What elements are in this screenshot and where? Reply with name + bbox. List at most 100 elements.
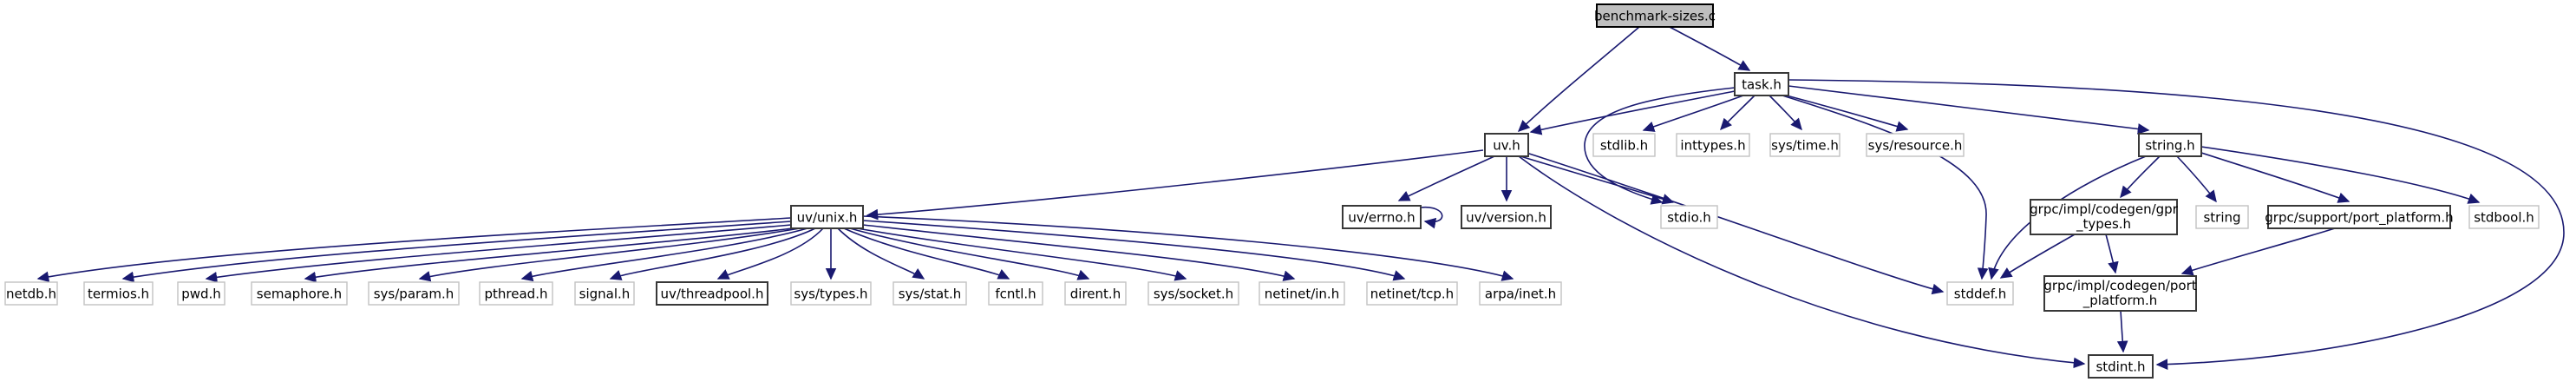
node-box <box>1479 281 1562 306</box>
node-netinet-tcp-h: netinet/tcp.h <box>1366 281 1458 306</box>
node-grpc-impl-codegen-port-platform-h[interactable]: grpc/impl/codegen/port_platform.h <box>2043 275 2197 312</box>
node-benchmark-sizes-c: benchmark-sizes.c <box>1594 3 1716 28</box>
node-box <box>83 281 154 306</box>
node-box <box>1596 3 1714 28</box>
edge-benchmark-sizes-c-to-task-h <box>1669 26 1751 71</box>
node-label-line: termios.h <box>88 286 149 302</box>
node-label: stdlib.h <box>1600 138 1648 154</box>
node-uv-version-h[interactable]: uv/version.h <box>1461 205 1552 229</box>
node-stddef-h: stddef.h <box>1946 281 2014 306</box>
node-sys-types-h: sys/types.h <box>790 281 872 306</box>
node-label-line: arpa/inet.h <box>1485 286 1556 302</box>
node-box <box>2043 275 2197 312</box>
node-label: sys/resource.h <box>1868 138 1963 154</box>
node-label-line: uv/errno.h <box>1348 210 1415 226</box>
node-uv-h[interactable]: uv.h <box>1484 133 1529 157</box>
node-stdlib-h: stdlib.h <box>1592 133 1656 157</box>
edge-task-h-to-stdint-h <box>1788 79 2565 370</box>
edges-layer <box>36 26 2565 370</box>
edge-uv-unix-h-to-arpa-inet-h <box>862 215 1514 281</box>
node-task-h[interactable]: task.h <box>1734 72 1789 96</box>
node-fcntl-h: fcntl.h <box>988 281 1043 306</box>
node-label-line: _types.h <box>2076 216 2131 233</box>
node-string-h[interactable]: string.h <box>2138 133 2202 157</box>
node-pwd-h: pwd.h <box>177 281 226 306</box>
node-box <box>1484 133 1529 157</box>
edge-task-h-to-string-h <box>1788 85 2150 135</box>
node-label-line: _platform.h <box>2082 293 2158 309</box>
node-box <box>1147 281 1239 306</box>
node-netdb-h: netdb.h <box>4 281 58 306</box>
node-label: sys/time.h <box>1771 138 1839 154</box>
node-box <box>4 281 58 306</box>
node-box <box>1461 205 1552 229</box>
node-box <box>2088 354 2154 379</box>
edge-gpr-types-h-to-stddef-h <box>1999 234 2076 279</box>
edge-uv-unix-h-to-pthread-h <box>520 227 808 282</box>
node-label-line: stddef.h <box>1954 286 2006 302</box>
node-label-line: pthread.h <box>485 286 548 302</box>
node-box <box>251 281 348 306</box>
edge-uv-unix-h-to-signal-h <box>609 227 816 280</box>
node-box <box>1734 72 1789 96</box>
edge-uv-unix-h-to-sys-stat-h <box>837 227 925 280</box>
node-label: uv/threadpool.h <box>661 286 764 302</box>
node-stdint-h[interactable]: stdint.h <box>2088 354 2154 379</box>
edge-string-h-to-string <box>2176 155 2217 203</box>
node-label: fcntl.h <box>995 286 1036 302</box>
node-label: termios.h <box>88 286 149 302</box>
node-string: string <box>2195 205 2249 229</box>
node-box <box>1660 205 1718 229</box>
node-label-line: string.h <box>2145 138 2194 154</box>
node-uv-errno-h[interactable]: uv/errno.h <box>1342 205 1422 229</box>
node-label-line: sys/types.h <box>794 286 867 302</box>
edge-uv-h-to-stddef-h <box>1526 152 1945 295</box>
edge-task-h-to-sys-resource-h <box>1782 94 1909 132</box>
node-box <box>1259 281 1345 306</box>
node-label: netinet/in.h <box>1265 286 1339 302</box>
edge-task-h-to-stdlib-h <box>1642 95 1744 132</box>
node-label: sys/param.h <box>374 286 454 302</box>
edge-task-h-to-stdio-h <box>1584 87 1736 205</box>
node-label: uv/version.h <box>1466 210 1546 226</box>
edge-uv-unix-h-to-pwd-h <box>205 224 792 283</box>
node-label-line: stdint.h <box>2095 359 2145 375</box>
node-gpr-types-h[interactable]: grpc/impl/codegen/gpr_types.h <box>2030 199 2179 235</box>
edge-uv-unix-h-to-semaphore-h <box>304 227 794 283</box>
edge-task-h-to-inttypes-h <box>1720 95 1755 131</box>
node-uv-unix-h[interactable]: uv/unix.h <box>790 205 864 229</box>
node-label: semaphore.h <box>257 286 342 302</box>
edge-uv-unix-h-to-netinet-in-h <box>862 224 1296 281</box>
node-label: pwd.h <box>181 286 221 302</box>
node-arpa-inet-h: arpa/inet.h <box>1479 281 1562 306</box>
edge-task-h-to-sys-time-h <box>1769 95 1802 131</box>
node-dirent-h: dirent.h <box>1064 281 1127 306</box>
node-label: arpa/inet.h <box>1485 286 1556 302</box>
node-grpc-support-port-platform-h[interactable]: grpc/support/port_platform.h <box>2265 205 2454 229</box>
node-box <box>177 281 226 306</box>
node-box <box>1592 133 1656 157</box>
node-box <box>1064 281 1127 306</box>
edge-grpc-support-port-platform-h-to-grpc-impl-codegen-port-platform-h <box>2180 227 2336 276</box>
node-label: uv/unix.h <box>797 210 858 226</box>
edge-uv-unix-h-to-uv-threadpool-h <box>716 227 824 280</box>
node-label-line: semaphore.h <box>257 286 342 302</box>
node-box <box>368 281 460 306</box>
node-label: stdio.h <box>1667 210 1711 226</box>
node-signal-h: signal.h <box>574 281 635 306</box>
node-label-line: stdbool.h <box>2474 210 2534 226</box>
node-label-line: sys/time.h <box>1771 138 1839 154</box>
node-label: task.h <box>1742 77 1782 93</box>
edge-gpr-types-h-to-grpc-impl-codegen-port-platform-h <box>2105 234 2119 274</box>
node-box <box>790 281 872 306</box>
node-termios-h: termios.h <box>83 281 154 306</box>
node-label-line: pwd.h <box>181 286 221 302</box>
node-label: uv/errno.h <box>1348 210 1415 226</box>
node-label: benchmark-sizes.c <box>1594 9 1716 24</box>
edge-benchmark-sizes-c-to-uv-h <box>1517 26 1640 132</box>
edge-uv-h-to-stdint-h <box>1518 155 2086 369</box>
node-label-line: fcntl.h <box>995 286 1036 302</box>
node-label: stddef.h <box>1954 286 2006 302</box>
node-uv-threadpool-h[interactable]: uv/threadpool.h <box>656 281 768 306</box>
